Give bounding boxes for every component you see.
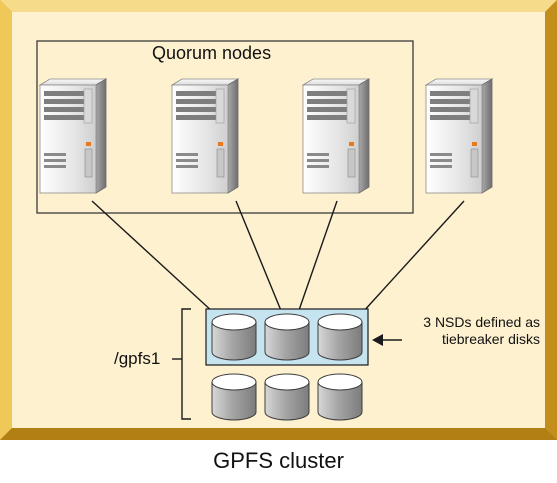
left-arrow-icon <box>372 334 402 346</box>
disk-6-icon <box>317 373 363 421</box>
server-node-1-icon <box>39 78 107 194</box>
disk-5-icon <box>264 373 310 421</box>
filesystem-label: /gpfs1 <box>114 349 161 368</box>
tiebreaker-note-line1: 3 NSDs defined as <box>423 314 540 330</box>
diagram-caption: GPFS cluster <box>213 448 344 473</box>
connector-node-2 <box>235 200 283 314</box>
server-node-3-icon <box>302 78 370 194</box>
connector-node-1 <box>91 200 215 314</box>
cluster-panel <box>0 0 557 440</box>
disk-4-icon <box>211 373 257 421</box>
server-node-4-icon <box>425 78 493 194</box>
quorum-nodes-label: Quorum nodes <box>152 43 272 63</box>
connection-lines <box>91 200 465 314</box>
tiebreaker-disk-2-icon <box>264 313 310 361</box>
tiebreaker-note-line2: tiebreaker disks <box>441 331 540 347</box>
server-node-2-icon <box>171 78 239 194</box>
quorum-group-box <box>36 40 414 214</box>
connector-node-4 <box>361 200 465 314</box>
tiebreaker-disk-3-icon <box>317 313 363 361</box>
filesystem-bracket <box>172 308 191 420</box>
tiebreaker-note: 3 NSDs defined as tiebreaker disks <box>385 314 540 348</box>
connector-node-3 <box>297 200 338 314</box>
tiebreaker-disk-1-icon <box>211 313 257 361</box>
